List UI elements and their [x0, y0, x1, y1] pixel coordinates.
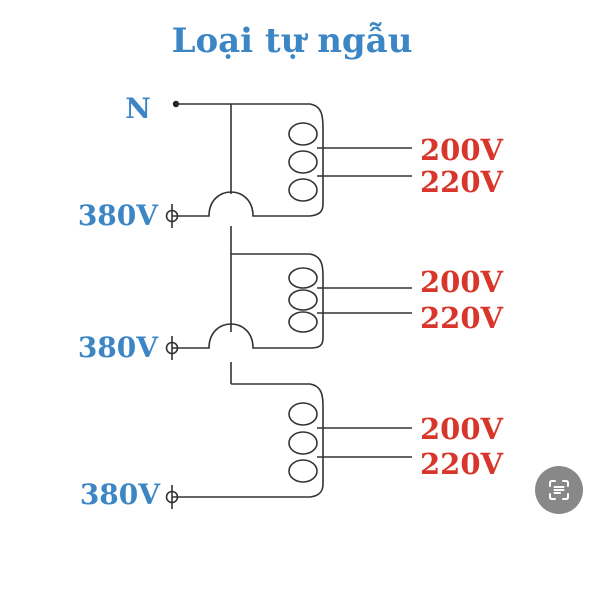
tap-3-lower-label: 220V [420, 447, 504, 481]
phase-1-terminal [165, 204, 179, 228]
text-scan-button[interactable] [535, 466, 583, 514]
phase-2-wire [172, 323, 310, 349]
coil-1 [288, 103, 324, 217]
phase-1-voltage-label: 380V [78, 199, 159, 232]
tap-1-upper-label: 200V [420, 133, 504, 167]
coil-2 [288, 253, 324, 349]
tap-2-lower-label: 220V [420, 301, 504, 335]
diagram-title: Loại tự ngẫu [172, 21, 413, 61]
phase-2-terminal [165, 336, 179, 360]
tap-1-lower-label: 220V [420, 165, 504, 199]
phase-1-wire [172, 191, 310, 217]
phase-3-voltage-label: 380V [80, 478, 161, 511]
neutral-label: N [125, 92, 151, 125]
phase-2-voltage-label: 380V [78, 331, 159, 364]
tap-3-upper-label: 200V [420, 412, 504, 446]
coil-3 [288, 383, 324, 498]
tap-2-upper-label: 200V [420, 265, 504, 299]
text-scan-icon [549, 480, 569, 500]
phase-3-terminal [165, 485, 179, 509]
